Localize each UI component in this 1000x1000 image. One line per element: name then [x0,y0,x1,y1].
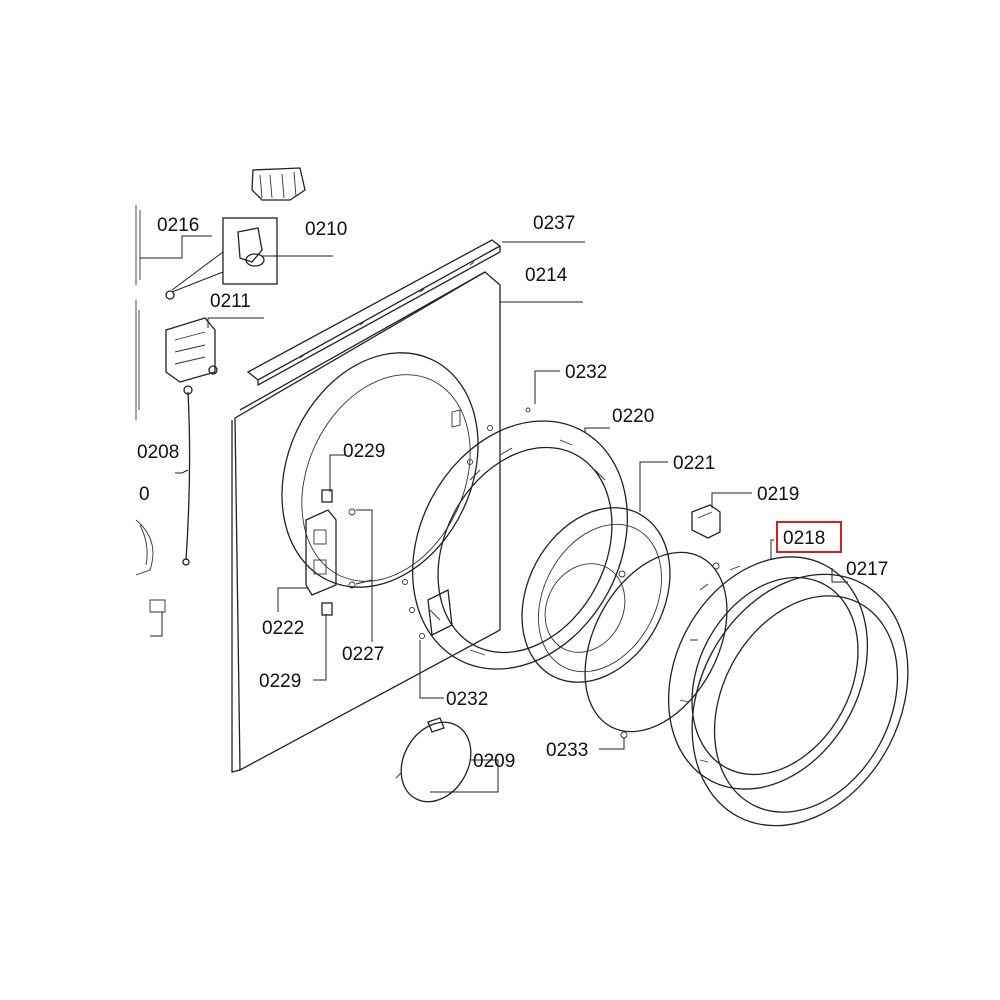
part-0217-door-outer-ring [691,573,909,827]
label-0232-bottom: 0232 [446,689,488,710]
part-0222-hinge [305,489,356,616]
label-0209: 0209 [473,751,515,772]
label-0227: 0227 [342,644,384,665]
label-0229-top: 0229 [343,441,385,462]
label-0218: 0218 [783,528,825,549]
label-0221: 0221 [673,453,715,474]
part-0218-door-inner-ring [667,556,869,790]
part-labels: 0216 0210 0237 0214 0211 0232 0220 0208 … [137,213,888,772]
part-0209-cap [395,717,472,803]
left-edge-fragments [135,205,166,637]
part-0211-door-lock [165,290,218,383]
label-0210: 0210 [305,219,347,240]
part-top-bracket [251,167,306,201]
label-0232-top: 0232 [565,362,607,383]
label-0216: 0216 [157,215,199,236]
label-0217: 0217 [846,559,888,580]
label-0237: 0237 [533,213,575,234]
label-0-partial: 0 [139,484,150,505]
part-0233-clamp-ring [584,551,728,739]
highlight-box-0218 [776,521,842,553]
label-0214: 0214 [525,265,568,286]
part-0237-top-rail [246,239,502,387]
label-0211: 0211 [210,291,251,312]
label-0208: 0208 [137,442,179,463]
label-0220: 0220 [612,406,654,427]
part-0219-handle [691,504,721,539]
part-0210-inset [171,217,278,293]
label-0219: 0219 [757,484,799,505]
label-0222: 0222 [262,618,304,639]
part-0208-cable [182,385,193,566]
leader-lines [140,235,848,793]
part-0214-front-panel [231,271,501,773]
label-0233: 0233 [546,740,588,761]
part-0221-glass-bowl [521,507,671,683]
part-0220-inner-frame [412,407,628,670]
label-0229-bottom: 0229 [259,671,301,692]
